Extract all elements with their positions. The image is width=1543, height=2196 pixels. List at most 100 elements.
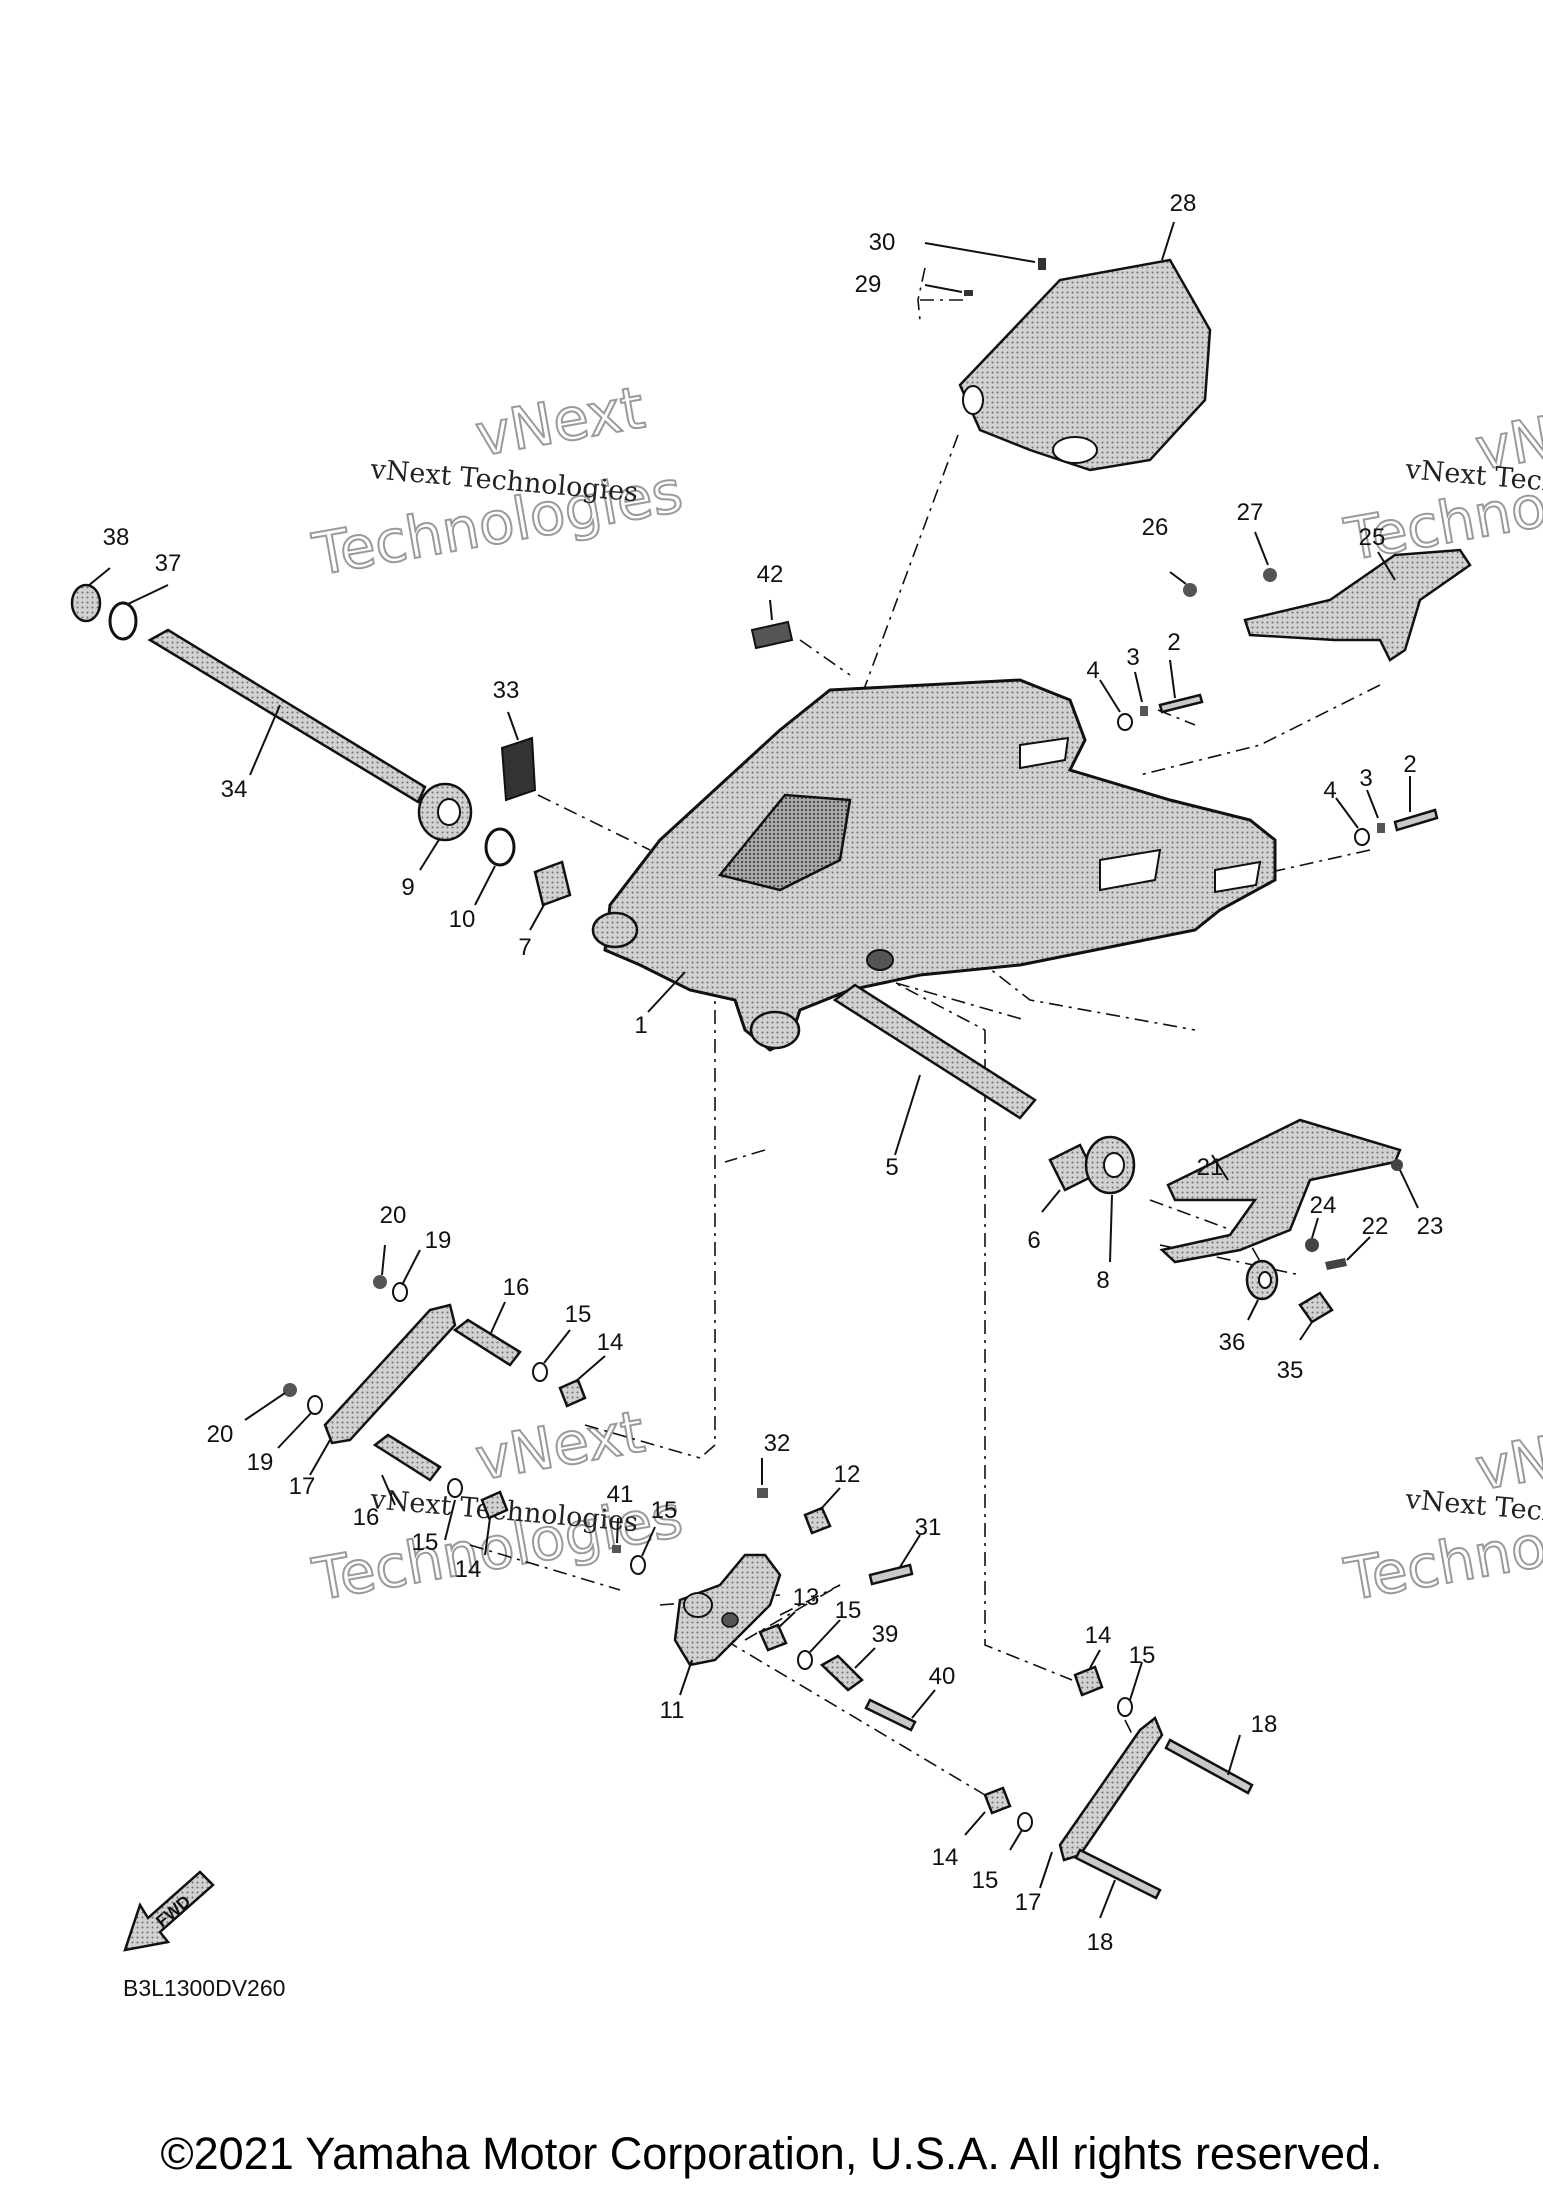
- callout-40: 40: [929, 1663, 956, 1690]
- callout-36: 36: [1219, 1329, 1246, 1356]
- callout-14: 14: [1085, 1622, 1112, 1649]
- part-7-bushing: [533, 860, 572, 907]
- callout-39: 39: [872, 1621, 899, 1648]
- callout-5: 5: [885, 1154, 898, 1181]
- part-33-label-plate: [500, 736, 537, 802]
- watermark-4: vNext Technologies vNext Technologies: [1339, 1406, 1543, 1615]
- part-14-bushing: [1073, 1665, 1104, 1697]
- callout-20: 20: [380, 1202, 407, 1229]
- part-40-bolt: [864, 1698, 917, 1732]
- callout-18: 18: [1251, 1711, 1278, 1738]
- callout-labels: 28 30 29 38 37 42 26 27 25 33 4 3 2 34 4…: [103, 190, 1444, 1956]
- part-10-washer: [484, 827, 516, 867]
- part-30-screw: [1038, 258, 1046, 270]
- swingarm-slot: [1019, 736, 1070, 770]
- callout-33: 33: [493, 677, 520, 704]
- callout-24: 24: [1310, 1192, 1337, 1219]
- part-34-pivot-shaft: [147, 628, 427, 804]
- part-19-washer: [307, 1395, 323, 1415]
- part-5-collar-shaft: [832, 983, 1037, 1120]
- callout-18: 18: [1087, 1929, 1114, 1956]
- watermark-line1: vNext: [471, 373, 650, 469]
- callout-29: 29: [855, 271, 882, 298]
- part-22-screw: [1325, 1258, 1347, 1270]
- callout-15: 15: [835, 1597, 862, 1624]
- callout-42: 42: [757, 561, 784, 588]
- part-15-seal: [532, 1362, 548, 1382]
- cover-slot: [962, 385, 984, 415]
- callout-19: 19: [425, 1227, 452, 1254]
- part-21-chain-slider: [1159, 1118, 1402, 1264]
- part-2-bolt: [1158, 693, 1204, 714]
- callout-2: 2: [1403, 751, 1416, 778]
- cover-slot: [1052, 436, 1098, 464]
- callout-14: 14: [455, 1556, 482, 1583]
- callout-8: 8: [1096, 1267, 1109, 1294]
- callout-20: 20: [207, 1421, 234, 1448]
- callout-12: 12: [834, 1461, 861, 1488]
- callout-15: 15: [565, 1301, 592, 1328]
- part-39-collar: [819, 1654, 864, 1692]
- callout-7: 7: [518, 934, 531, 961]
- callout-6: 6: [1027, 1227, 1040, 1254]
- part-2-bolt: [1393, 808, 1439, 832]
- part-31-bolt: [868, 1563, 914, 1586]
- part-14-bushing: [480, 1490, 509, 1520]
- part-14-bushing: [558, 1378, 587, 1408]
- leader-lines: [87, 221, 1419, 1919]
- fwd-arrow-icon: [123, 1870, 215, 1952]
- part-24-collar: [1305, 1238, 1319, 1252]
- part-17-relay-arm: [1058, 1715, 1164, 1862]
- part-15-seal: [797, 1650, 813, 1670]
- part-20-nut: [283, 1383, 297, 1397]
- part-15-seal: [630, 1555, 646, 1575]
- part-15-seal: [1017, 1812, 1033, 1832]
- part-4-washer: [1117, 713, 1133, 731]
- part-42-label: [750, 620, 794, 650]
- part-17-relay-arm: [323, 1303, 457, 1445]
- callout-15: 15: [1129, 1642, 1156, 1669]
- callout-4: 4: [1086, 657, 1099, 684]
- part-32-nut: [757, 1488, 768, 1498]
- callout-28: 28: [1170, 190, 1197, 217]
- part-29-collar: [964, 290, 973, 296]
- callout-23: 23: [1417, 1213, 1444, 1240]
- part-13-collar: [758, 1623, 788, 1652]
- callout-27: 27: [1237, 499, 1264, 526]
- callout-35: 35: [1277, 1357, 1304, 1384]
- callout-22: 22: [1362, 1213, 1389, 1240]
- callout-15: 15: [412, 1529, 439, 1556]
- part-11-relay: [673, 1553, 782, 1667]
- callout-15: 15: [972, 1867, 999, 1894]
- part-18-bolt: [1074, 1848, 1162, 1900]
- callout-37: 37: [155, 550, 182, 577]
- callout-15: 15: [651, 1497, 678, 1524]
- callout-38: 38: [103, 524, 130, 551]
- part-20-nut: [373, 1275, 387, 1289]
- part-27-screw: [1263, 568, 1277, 582]
- swingarm-slot: [1099, 848, 1162, 892]
- part-16-collar: [452, 1318, 522, 1367]
- part-3-nut: [1140, 706, 1148, 716]
- callout-3: 3: [1126, 644, 1139, 671]
- callout-9: 9: [401, 874, 414, 901]
- callout-14: 14: [932, 1844, 959, 1871]
- part-41-grease-nipple: [612, 1545, 621, 1553]
- part-18-bolt: [1164, 1738, 1254, 1795]
- watermark-line1: vNext: [1471, 1407, 1543, 1503]
- callout-1: 1: [634, 1012, 647, 1039]
- callout-30: 30: [869, 229, 896, 256]
- part-3-nut: [1377, 823, 1385, 833]
- part-4-washer: [1354, 828, 1370, 846]
- callout-2: 2: [1167, 629, 1180, 656]
- callout-10: 10: [449, 906, 476, 933]
- callout-3: 3: [1359, 765, 1372, 792]
- part-37-washer: [108, 601, 138, 641]
- part-23-screw: [1391, 1159, 1403, 1171]
- part-35-nut: [1298, 1291, 1334, 1324]
- part-28-chain-cover: [958, 258, 1212, 472]
- callout-41: 41: [607, 1481, 634, 1508]
- part-38-nut: [70, 583, 102, 623]
- part-15-seal: [1117, 1697, 1133, 1717]
